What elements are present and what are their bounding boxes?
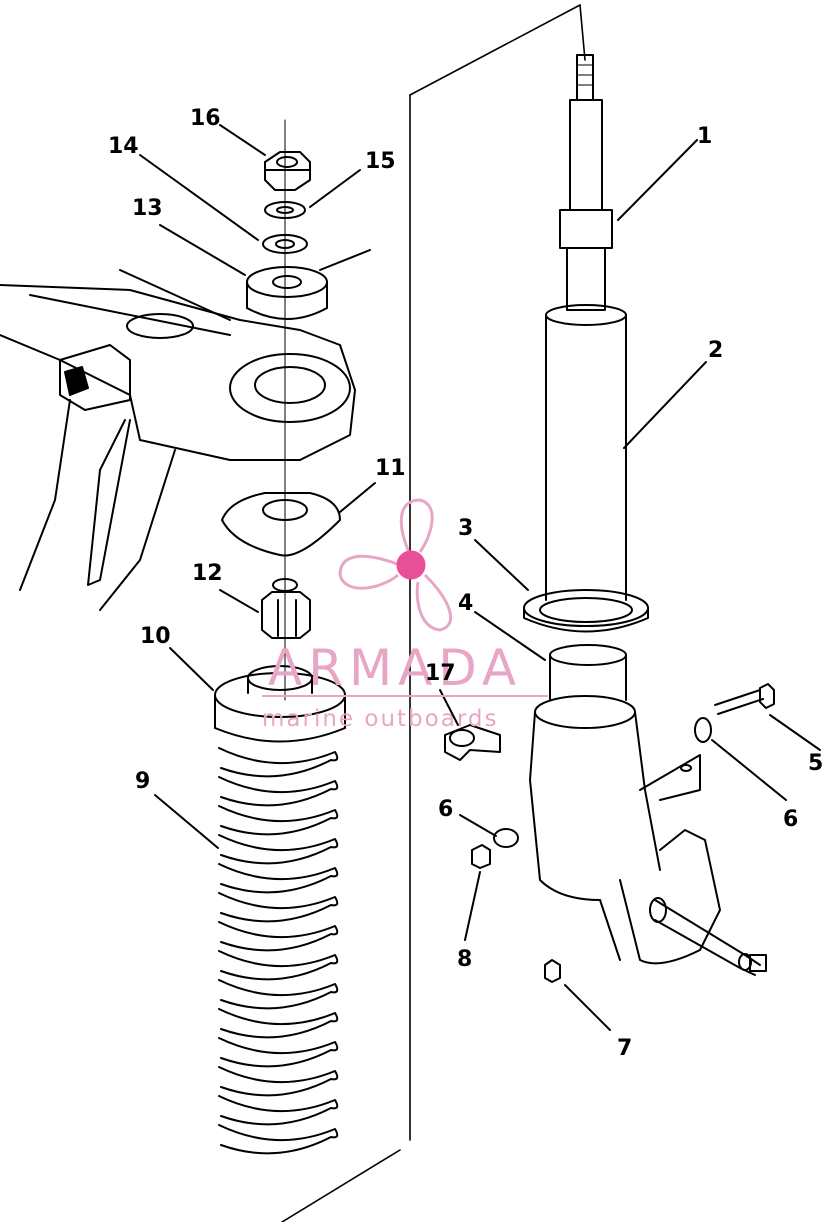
callout-14: 14 xyxy=(108,134,139,159)
part-13-bushing xyxy=(246,266,328,320)
spring-coil xyxy=(218,950,339,981)
part-16-nut xyxy=(264,151,311,191)
spring-coil xyxy=(218,1037,339,1068)
spring-coil xyxy=(218,747,339,778)
part-11-insulator xyxy=(221,492,341,557)
callout-16: 16 xyxy=(190,106,221,131)
callout-2: 2 xyxy=(708,338,723,363)
part-5-bolt xyxy=(714,683,775,715)
part-1-piston-rod xyxy=(559,54,613,311)
part-12-nut xyxy=(261,578,311,639)
part-9-coil-spring xyxy=(218,747,339,1155)
callout-8: 8 xyxy=(457,947,472,972)
part-14-washer xyxy=(262,234,308,254)
callout-9: 9 xyxy=(135,769,150,794)
propeller-blade-right xyxy=(415,573,453,632)
callout-labels: 1 2 3 4 5 6 6 7 8 9 10 11 12 13 14 15 16… xyxy=(108,106,823,1061)
callout-10: 10 xyxy=(140,624,171,649)
spring-coil xyxy=(218,776,339,807)
spring-coil xyxy=(218,805,339,836)
spring-coil xyxy=(218,834,339,865)
watermark-title: ARMADA xyxy=(268,639,522,697)
part-6-washer-left xyxy=(493,828,519,848)
spring-coil xyxy=(218,979,339,1010)
part-4-knuckle xyxy=(529,644,767,976)
callout-3: 3 xyxy=(458,516,473,541)
control-arm xyxy=(0,249,371,611)
callout-6-right: 6 xyxy=(783,807,798,832)
spring-coil xyxy=(218,1124,339,1155)
callout-13: 13 xyxy=(132,196,163,221)
propeller-hub-icon xyxy=(396,550,426,580)
watermark-subtitle: marine outboards xyxy=(262,706,498,732)
part-8-nut xyxy=(471,844,491,869)
part-6-washer-right xyxy=(694,717,712,743)
callout-7: 7 xyxy=(617,1036,632,1061)
callout-11: 11 xyxy=(375,456,406,481)
armada-watermark: ARMADA marine outboards xyxy=(262,498,548,732)
part-2-strut-body xyxy=(545,304,627,601)
leader-lines xyxy=(139,124,821,1031)
spring-coil xyxy=(218,1095,339,1126)
spring-coil xyxy=(218,921,339,952)
spring-coil xyxy=(218,863,339,894)
callout-4: 4 xyxy=(458,591,473,616)
callout-17: 17 xyxy=(425,661,456,686)
callout-15: 15 xyxy=(365,149,396,174)
spring-coil xyxy=(218,892,339,923)
callout-1: 1 xyxy=(697,124,712,149)
part-17-bracket xyxy=(444,724,501,761)
frame-lines xyxy=(281,4,586,1222)
propeller-blade-top xyxy=(399,498,434,556)
part-3-ring xyxy=(523,589,649,633)
callout-6-left: 6 xyxy=(438,797,453,822)
callout-12: 12 xyxy=(192,561,223,586)
spring-coil xyxy=(218,1066,339,1097)
callout-5: 5 xyxy=(808,751,823,776)
spring-coil xyxy=(218,1008,339,1039)
propeller-blade-left xyxy=(338,554,401,590)
part-10-spring-seat xyxy=(214,665,346,743)
part-15-washer xyxy=(264,201,306,219)
part-7-bolt xyxy=(544,959,561,983)
